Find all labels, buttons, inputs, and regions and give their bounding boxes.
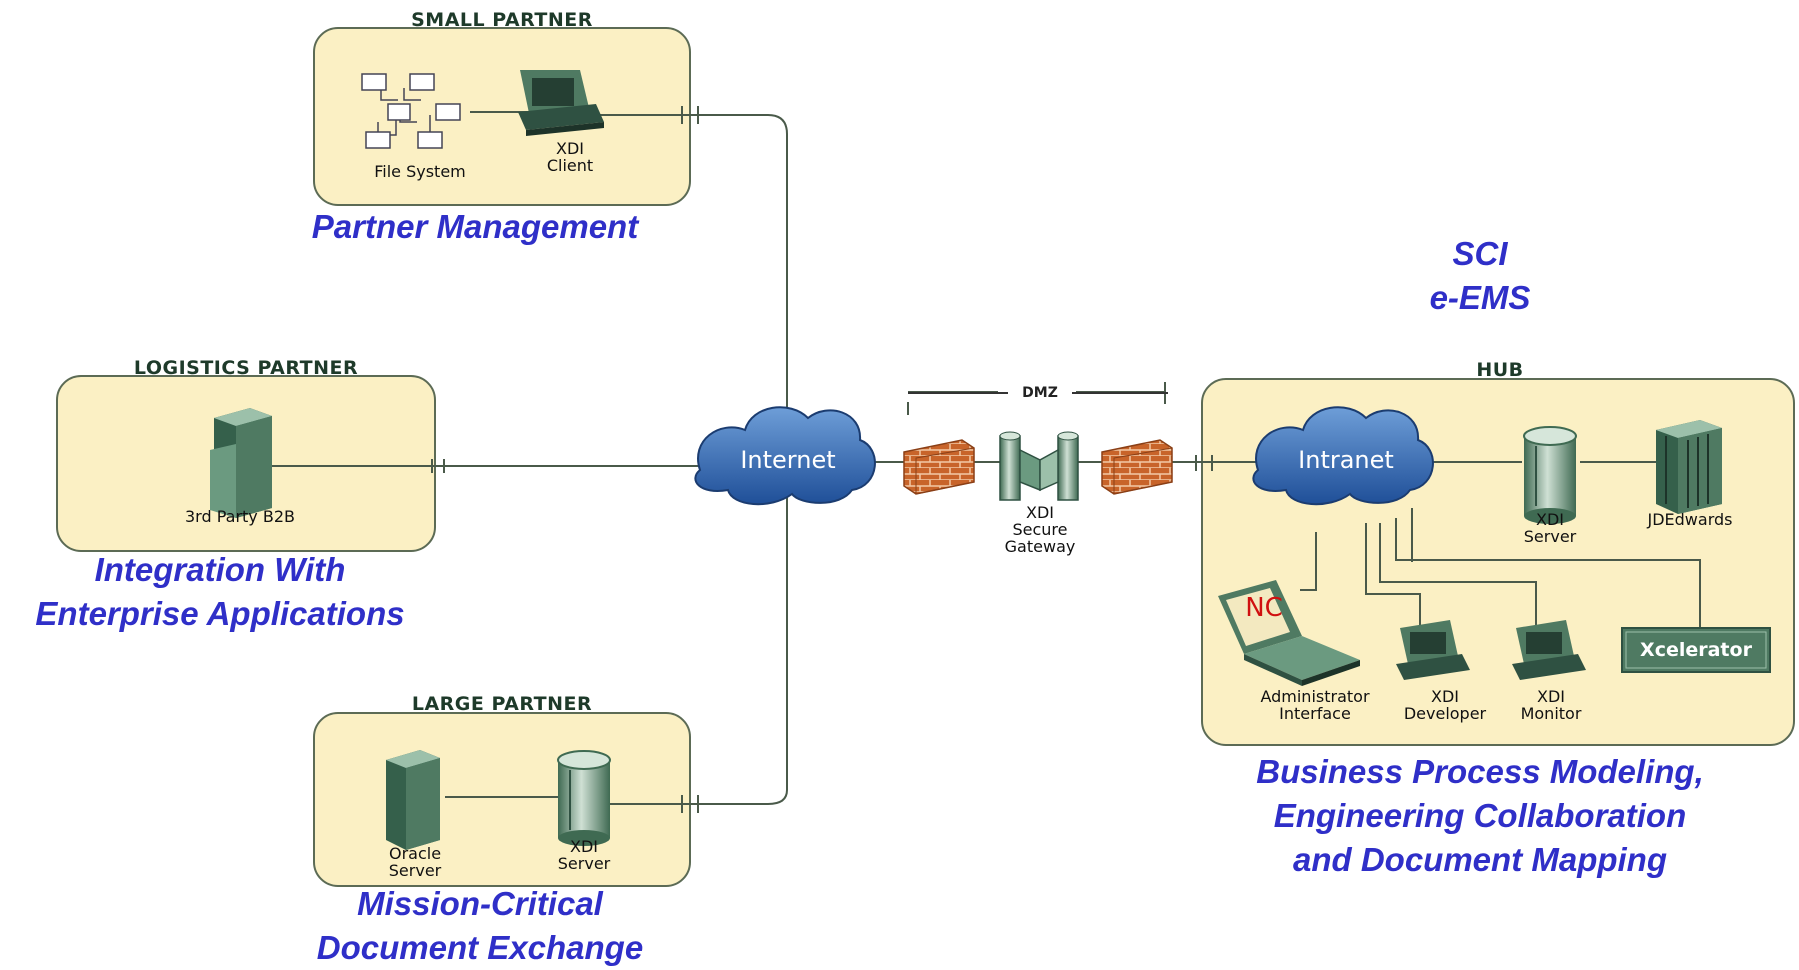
oracle-server-label: Oracle Server [388, 844, 442, 880]
xdi-client-label: XDI Client [546, 139, 594, 175]
xdi-monitor-icon [1512, 620, 1586, 680]
third-party-b2b-label: 3rd Party B2B [185, 507, 295, 526]
administrator-laptop-icon [1218, 580, 1360, 686]
xdi-developer-label: XDI Developer [1403, 687, 1487, 723]
xdi-secure-gateway-icon [999, 431, 1079, 501]
internet-cloud-icon [694, 406, 876, 506]
xdi-server-large-label: XDI Server [557, 837, 611, 873]
intranet-label: Intranet [1298, 446, 1394, 474]
large-partner-title: LARGE PARTNER [411, 693, 593, 715]
mission-critical-caption: Mission-Critical Document Exchange [316, 885, 644, 966]
internet-label: Internet [740, 446, 836, 474]
dmz-label: DMZ [1008, 385, 1072, 401]
small-partner-title: SMALL PARTNER [411, 9, 593, 31]
jdedwards-server-icon [1656, 420, 1722, 514]
partner-management-caption: Partner Management [311, 208, 639, 245]
small-partner-box [313, 27, 691, 206]
xdi-client-icon [518, 70, 604, 136]
xdi-developer-icon [1396, 620, 1470, 680]
firewall-right-icon [1101, 439, 1173, 495]
xcelerator-box [1621, 627, 1771, 673]
third-party-b2b-server-icon [210, 408, 272, 518]
hub-title: HUB [1476, 359, 1524, 381]
oracle-server-icon [386, 750, 440, 850]
business-process-caption: Business Process Modeling, Engineering C… [1256, 753, 1704, 878]
file-system-icon [361, 73, 461, 149]
nc-label: NC [1245, 593, 1283, 623]
xdi-server-hub-icon [1523, 426, 1577, 524]
xdi-secure-gateway-label: XDI Secure Gateway [1004, 503, 1076, 556]
xdi-server-large-icon [557, 750, 611, 846]
xcelerator-label: Xcelerator [1640, 639, 1752, 661]
xdi-server-hub-label: XDI Server [1523, 510, 1577, 546]
integration-caption: Integration With Enterprise Applications [35, 551, 405, 632]
administrator-interface-label: Administrator Interface [1260, 687, 1370, 723]
intranet-cloud-icon [1252, 406, 1434, 506]
xdi-monitor-label: XDI Monitor [1520, 687, 1582, 723]
file-system-label: File System [374, 162, 466, 181]
sci-eems-caption: SCI e-EMS [1429, 235, 1531, 316]
jdedwards-label: JDEdwards [1647, 510, 1733, 529]
logistics-partner-title: LOGISTICS PARTNER [133, 357, 359, 379]
firewall-left-icon [903, 439, 975, 495]
